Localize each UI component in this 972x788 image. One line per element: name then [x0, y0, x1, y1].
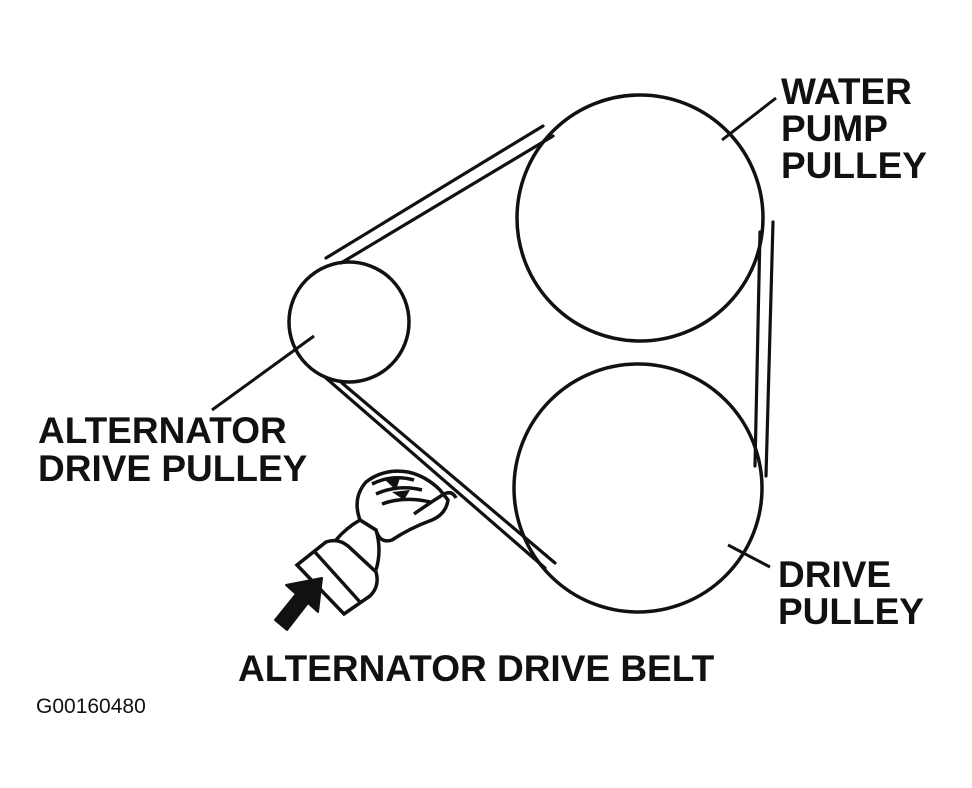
leader-alternator [211, 334, 315, 412]
alternator-drive-belt [324, 124, 775, 570]
water-pump-label-line-1: WATER [781, 71, 912, 112]
water-pump-label-line-3: PULLEY [781, 145, 927, 186]
water-pump-pulley [515, 93, 765, 343]
drive-pulley-label-line-1: DRIVE [778, 554, 891, 595]
alternator-drive-pulley [287, 260, 411, 384]
alternator-label-line-2: DRIVE PULLEY [38, 448, 308, 489]
drive-pulley-label-line-2: PULLEY [778, 591, 924, 632]
figure-code: G00160480 [36, 695, 146, 718]
hand-illustration [294, 469, 458, 617]
alternator-label-line-1: ALTERNATOR [38, 410, 287, 451]
push-direction-arrow [274, 577, 323, 631]
alternator-drive-pulley-label: ALTERNATOR DRIVE PULLEY [38, 410, 308, 489]
drive-pulley [512, 362, 764, 614]
water-pump-pulley-label: WATER PUMP PULLEY [781, 71, 927, 186]
leader-drive-pulley [727, 543, 771, 569]
drive-pulley-label: DRIVE PULLEY [778, 554, 924, 632]
leader-water-pump [721, 96, 777, 142]
alternator-drive-belt-label: ALTERNATOR DRIVE BELT [238, 648, 715, 689]
water-pump-label-line-2: PUMP [781, 108, 887, 149]
